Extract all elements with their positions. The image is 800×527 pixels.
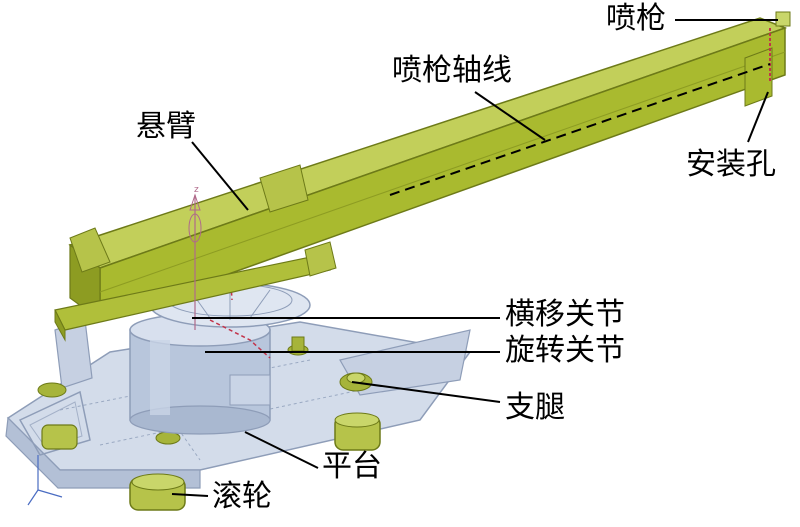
leader-mount-hole [747,91,769,143]
label-roller: 滚轮 [212,479,272,514]
label-boom: 悬臂 [136,109,196,144]
outrigger-pads [37,336,373,445]
label-outrigger: 支腿 [505,390,565,425]
label-nozzle: 喷枪 [606,1,666,36]
boom-body [54,11,791,342]
svg-text:z: z [194,185,199,195]
leader-lines [171,19,778,497]
leader-outrigger [351,381,501,403]
leader-roller [171,493,209,497]
rotary-joint-body [129,313,271,435]
leader-nozzle-axis [474,91,546,141]
label-mount-hole: 安装孔 [686,147,776,182]
label-platform: 平台 [322,449,382,484]
coordinate-triad [27,455,63,506]
z-axis: z [188,185,202,330]
label-traverse-joint: 横移关节 [505,297,625,332]
label-rotary-joint: 旋转关节 [505,333,625,368]
leader-boom [191,141,249,211]
leader-platform [244,431,319,469]
label-nozzle-axis: 喷枪轴线 [392,53,512,88]
wheels [41,412,381,511]
